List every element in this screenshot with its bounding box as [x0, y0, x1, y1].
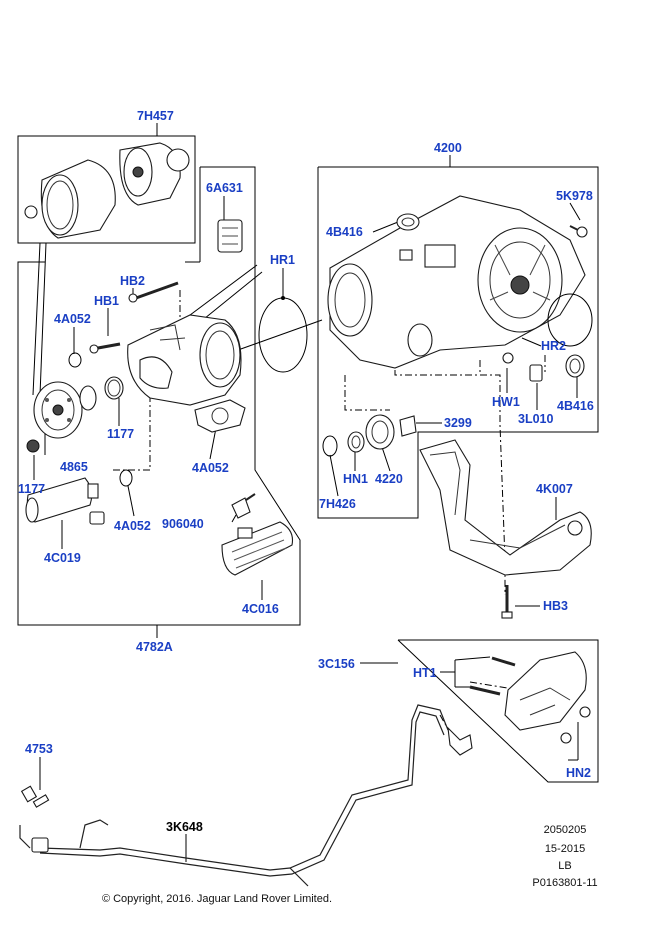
callout-HN1[interactable]: HN1: [343, 472, 368, 486]
group-box-4200: [317, 166, 599, 519]
o-ring-HR1-drawing: [258, 296, 308, 373]
bearings-drawing: [322, 414, 417, 457]
flange-drawing: [33, 381, 97, 439]
plug-drawing: [569, 225, 588, 238]
callout-HT1[interactable]: HT1: [413, 666, 437, 680]
callout-4A052-center[interactable]: 4A052: [192, 461, 229, 475]
right-seals-drawing: [502, 293, 593, 382]
seal-rings-drawing: [26, 352, 133, 487]
callout-3L010[interactable]: 3L010: [518, 412, 553, 426]
gasket-drawing: [194, 399, 246, 433]
callout-5K978[interactable]: 5K978: [556, 189, 593, 203]
pipes-drawing: [19, 704, 473, 887]
differential-housing-drawing: [327, 195, 586, 369]
bolts-drawing: [89, 281, 179, 354]
date-code: 2050205: [544, 824, 587, 836]
copyright-notice: © Copyright, 2016. Jaguar Land Rover Lim…: [102, 893, 332, 905]
callout-HB1[interactable]: HB1: [94, 294, 119, 308]
callout-HB2[interactable]: HB2: [120, 274, 145, 288]
drawing-reference-block: 2050205 15-2015 LB P0163801-11: [532, 824, 597, 889]
callout-HW1[interactable]: HW1: [492, 395, 520, 409]
coupling-sleeve-drawing: [24, 142, 190, 239]
callout-HB3[interactable]: HB3: [543, 599, 568, 613]
callout-4753[interactable]: 4753: [25, 742, 53, 756]
callout-3299[interactable]: 3299: [444, 416, 472, 430]
callout-4A052-lower[interactable]: 4A052: [114, 519, 151, 533]
callout-3C156[interactable]: 3C156: [318, 657, 355, 671]
group-box-7H457: [17, 135, 196, 244]
illustration-reference: P0163801-11: [532, 877, 597, 889]
callout-HR2[interactable]: HR2: [541, 339, 566, 353]
filter-drawing: [217, 219, 243, 253]
callout-4C016[interactable]: 4C016: [242, 602, 279, 616]
callout-7H457[interactable]: 7H457: [137, 109, 174, 123]
callout-4A052-left[interactable]: 4A052: [54, 312, 91, 326]
callout-3K648[interactable]: 3K648: [166, 820, 203, 834]
callout-4K007[interactable]: 4K007: [536, 482, 573, 496]
bolt-HB3-drawing: [501, 585, 513, 619]
pump-motor-drawing: [25, 477, 105, 525]
coupling-housing-drawing: [127, 314, 242, 406]
group-box-4782A: [17, 166, 301, 626]
callout-1177-lower[interactable]: 1177: [18, 482, 45, 496]
callout-HR1[interactable]: HR1: [270, 253, 295, 267]
year-range: 15-2015: [545, 843, 585, 855]
callout-7H426[interactable]: 7H426: [319, 497, 356, 511]
callout-4C019[interactable]: 4C019: [44, 551, 81, 565]
group-box-3C156: [397, 639, 599, 783]
callout-labels: 7H457 4200 6A631 5K978 4B416 HR1 HB2 HB1…: [18, 109, 594, 834]
callout-4220[interactable]: 4220: [375, 472, 403, 486]
control-module-drawing: [221, 521, 294, 576]
callout-4782A[interactable]: 4782A: [136, 640, 173, 654]
callout-6A631[interactable]: 6A631: [206, 181, 243, 195]
mount-bracket-drawing: [419, 439, 592, 576]
callout-4865[interactable]: 4865: [60, 460, 88, 474]
mount-bracket-3C156-drawing: [469, 651, 591, 744]
sensor-drawing: [231, 493, 256, 519]
callout-4B416-right[interactable]: 4B416: [557, 399, 594, 413]
callout-4B416-top[interactable]: 4B416: [326, 225, 363, 239]
side-code: LB: [558, 860, 571, 872]
callout-4200[interactable]: 4200: [434, 141, 462, 155]
seal-top-drawing: [396, 213, 420, 231]
leader-lines: [32, 123, 581, 862]
callout-1177-upper[interactable]: 1177: [107, 427, 134, 441]
callout-HN2[interactable]: HN2: [566, 766, 591, 780]
callout-906040[interactable]: 906040: [162, 517, 204, 531]
